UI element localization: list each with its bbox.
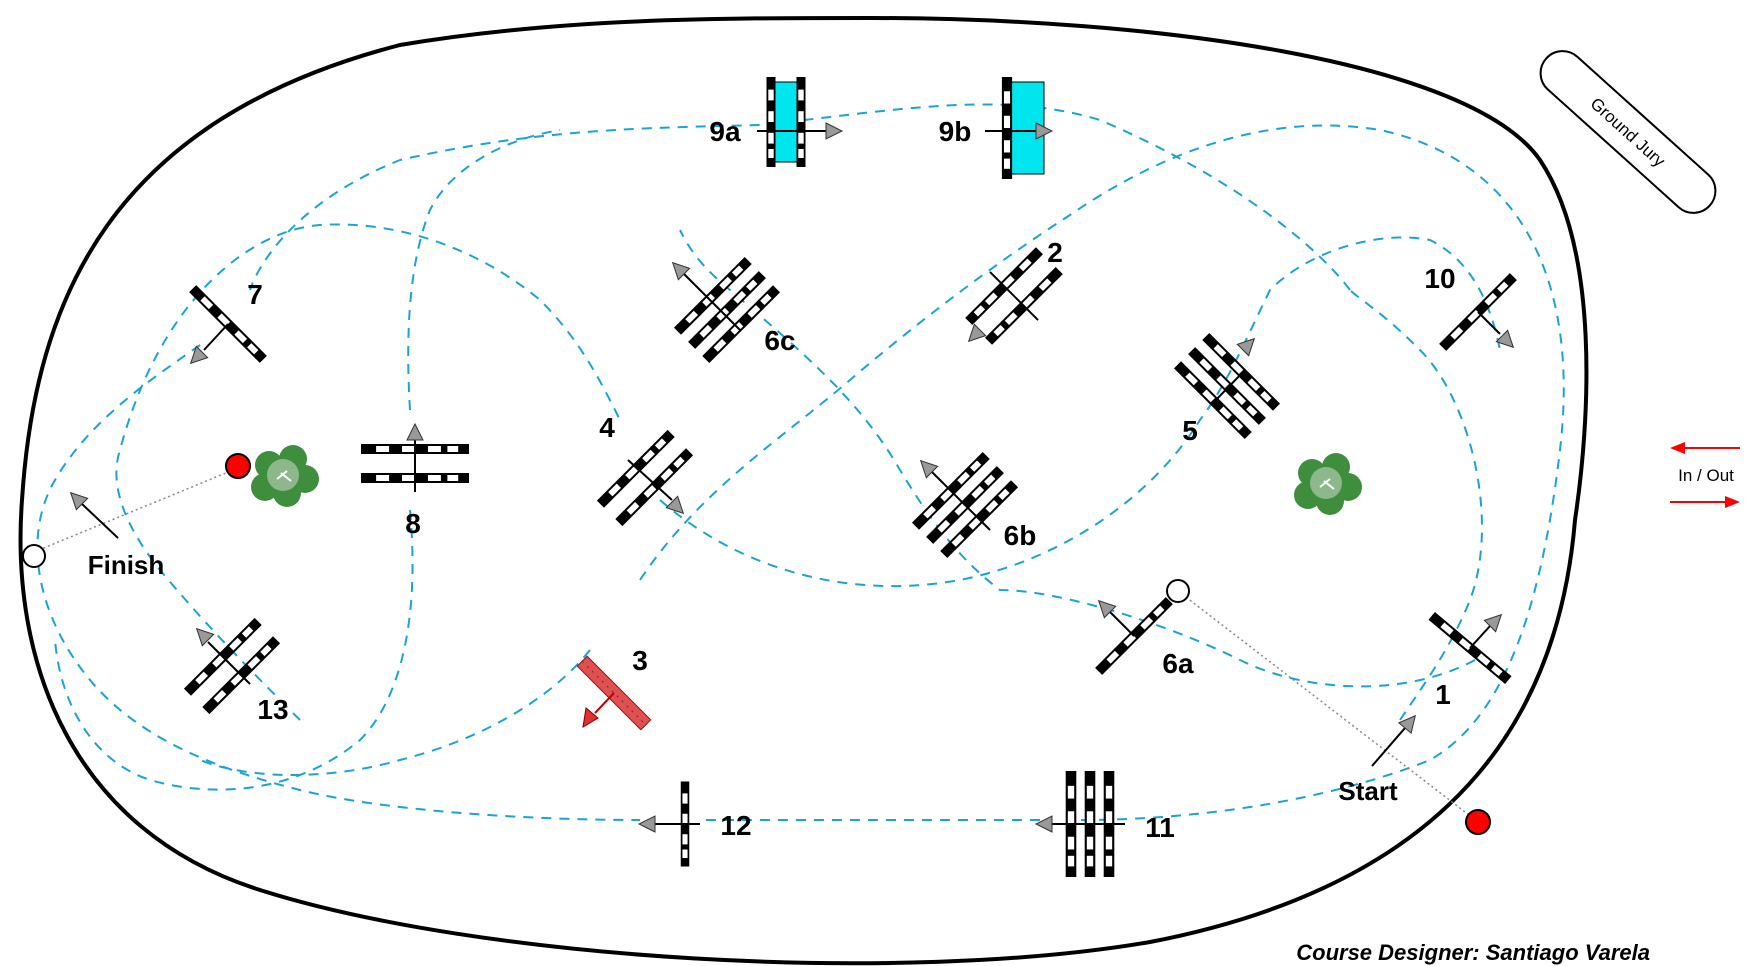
label-13: 13: [257, 694, 288, 725]
label-9a: 9a: [709, 116, 741, 147]
start-flag-red: [1465, 809, 1491, 835]
label-11: 11: [1145, 812, 1175, 843]
tree-bush-icon: [250, 444, 320, 508]
start-line: [1177, 590, 1479, 823]
fence-8: [361, 440, 469, 492]
direction-arrow-icon: [1035, 815, 1053, 833]
fence-9b: [985, 77, 1053, 179]
finish-flag-red: [225, 453, 251, 479]
fence-9a: [757, 77, 843, 167]
label-12: 12: [720, 810, 751, 841]
label-6b: 6b: [1004, 520, 1037, 551]
label-9b: 9b: [939, 116, 972, 147]
label-7: 7: [247, 279, 263, 310]
label-2: 2: [1047, 237, 1063, 268]
fence-12: [655, 781, 700, 867]
start-flag-white: [1166, 579, 1190, 603]
label-6c: 6c: [764, 325, 795, 356]
label-4: 4: [599, 412, 615, 443]
tree-bush-icon: [1293, 452, 1363, 516]
direction-arrow-icon: [825, 122, 843, 140]
start-label: Start: [1338, 776, 1398, 806]
label-10: 10: [1424, 263, 1455, 294]
fence-2: [965, 247, 1063, 345]
label-1: 1: [1435, 679, 1451, 710]
direction-arrow-icon: [1236, 332, 1261, 357]
direction-arrow-icon: [962, 323, 987, 348]
label-3: 3: [632, 645, 648, 676]
in-out-label: In / Out: [1678, 466, 1734, 485]
in-out-arrow-icon: [1670, 442, 1740, 508]
label-6a: 6a: [1162, 648, 1194, 679]
label-8: 8: [405, 508, 421, 539]
direction-arrow-icon: [638, 815, 656, 833]
fence-11: [1052, 771, 1125, 877]
direction-arrow-icon: [582, 707, 599, 728]
direction-arrow-icon: [406, 423, 424, 441]
designer-credit: Course Designer: Santiago Varela: [1296, 940, 1650, 965]
course-route: [36, 103, 1565, 822]
finish-label: Finish: [88, 550, 165, 580]
arena-outline: [18, 15, 1589, 966]
finish-flag-white: [22, 544, 46, 568]
label-5: 5: [1182, 415, 1198, 446]
finish-line: [33, 467, 239, 553]
